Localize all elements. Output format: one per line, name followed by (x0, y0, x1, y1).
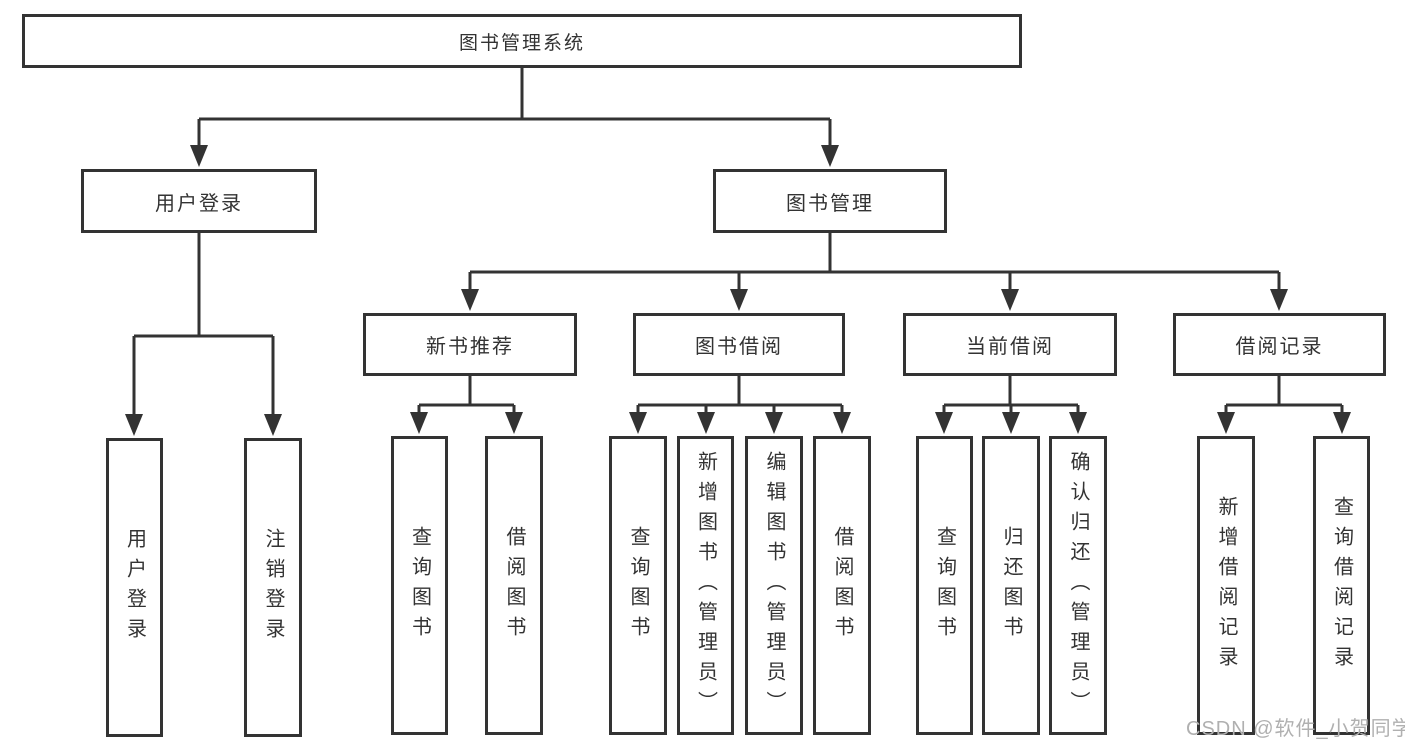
node-label: 用户登录 (155, 192, 243, 215)
csdn-watermark: CSDN @软件_小贺同学 (1186, 718, 1405, 740)
node-label: 借阅记录 (1235, 336, 1324, 358)
node-label: 图书管理 (786, 192, 874, 215)
arrowheads (125, 145, 1351, 436)
node-label: 用户登录 (123, 527, 146, 648)
node-label: 查询图书 (627, 525, 649, 646)
node-label: 查询图书 (933, 525, 956, 646)
node-label: 确认归还（管理员） (1067, 450, 1089, 721)
node-label: 当前借阅 (966, 336, 1054, 358)
node-book-management: 图书管理 (713, 169, 947, 233)
node-leaf-edit-book-admin: 编辑图书（管理员） (745, 436, 803, 735)
node-label: 图书管理系统 (458, 32, 585, 54)
node-leaf-query-borrow-record: 查询借阅记录 (1313, 436, 1370, 735)
node-label: 借阅图书 (831, 525, 853, 646)
node-leaf-confirm-return-admin: 确认归还（管理员） (1049, 436, 1107, 735)
node-label: 图书借阅 (695, 336, 783, 358)
node-current-borrowing: 当前借阅 (903, 313, 1117, 376)
node-leaf-user-login: 用户登录 (106, 438, 163, 737)
node-leaf-borrow-books: 借阅图书 (485, 436, 543, 735)
node-label: 编辑图书（管理员） (763, 450, 785, 721)
node-leaf-query-books: 查询图书 (391, 436, 448, 735)
node-new-book-recommendation: 新书推荐 (363, 313, 577, 376)
node-label: 注销登录 (262, 527, 284, 648)
node-label: 借阅图书 (503, 525, 525, 646)
node-leaf-add-book-admin: 新增图书（管理员） (677, 436, 734, 735)
node-borrowing-records: 借阅记录 (1173, 313, 1386, 376)
node-leaf-logout-login: 注销登录 (244, 438, 302, 737)
node-label: 新增图书（管理员） (694, 450, 717, 721)
node-leaf-add-borrow-record: 新增借阅记录 (1197, 436, 1255, 735)
node-leaf-query-books: 查询图书 (609, 436, 667, 735)
node-label: 新书推荐 (426, 336, 514, 358)
node-library-management-system: 图书管理系统 (22, 14, 1022, 68)
node-leaf-return-books: 归还图书 (982, 436, 1040, 735)
node-label: 归还图书 (1000, 525, 1022, 646)
node-user-login: 用户登录 (81, 169, 317, 233)
node-leaf-query-books: 查询图书 (916, 436, 973, 735)
node-label: 查询图书 (408, 525, 431, 646)
node-leaf-borrow-books: 借阅图书 (813, 436, 871, 735)
node-label: 新增借阅记录 (1215, 495, 1237, 676)
node-book-borrowing: 图书借阅 (633, 313, 845, 376)
node-label: 查询借阅记录 (1330, 495, 1353, 676)
